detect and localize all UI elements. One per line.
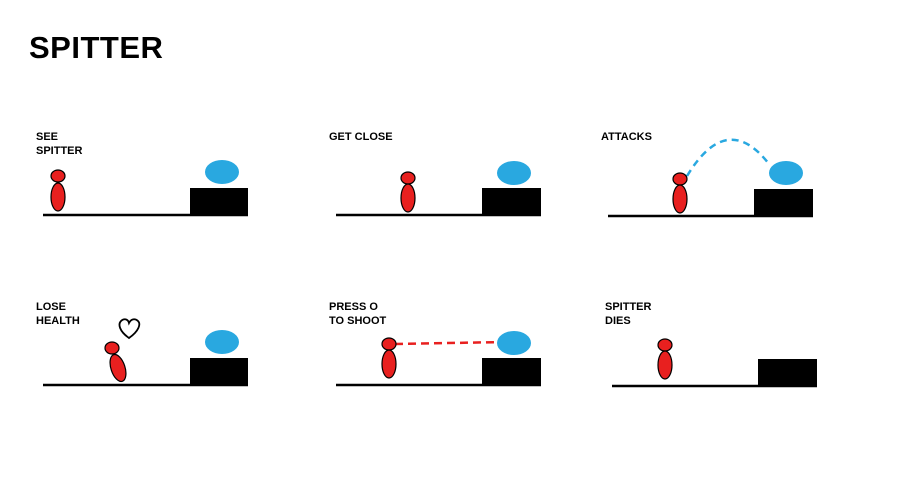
platform-block [482,188,541,215]
player-character [672,172,688,214]
scene-lose-health [43,318,248,387]
spitter-enemy [205,330,239,354]
platform-block [190,188,248,215]
panel-caption: PRESS O TO SHOOT [329,301,387,327]
panel-see-spitter: SEE SPITTER [36,130,276,240]
panel-caption: ATTACKS [601,131,652,143]
platform-block [754,189,813,216]
platform-block [482,358,541,385]
player-character [657,338,673,380]
panel-lose-health: LOSE HEALTH [36,300,276,410]
spitter-enemy [497,331,531,355]
platform-block [758,359,817,386]
heart-icon [118,318,141,340]
panel-caption: LOSE HEALTH [36,301,80,327]
shot-projectile-line [394,340,506,346]
page-title: SPITTER [29,30,164,65]
platform-block [190,358,248,385]
spitter-enemy [769,161,803,185]
spit-projectile-arc [685,138,770,177]
player-character [400,171,416,213]
panel-caption: SPITTER DIES [605,301,652,327]
scene-spitter-dies [612,338,817,388]
player-character [381,337,397,379]
panel-spitter-dies: SPITTER DIES [605,300,845,410]
player-character [104,341,127,383]
scene-press-o [336,331,541,387]
scene-see-spitter [43,160,248,217]
panel-get-close: GET CLOSE [329,130,569,240]
panel-press-o: PRESS O TO SHOOT [329,300,569,410]
scene-attacks [608,138,813,218]
player-character [50,169,66,212]
spitter-enemy [497,161,531,185]
scene-get-close [336,161,541,217]
panel-caption: SEE SPITTER [36,131,83,157]
panel-caption: GET CLOSE [329,131,393,143]
panel-attacks: ATTACKS [601,130,841,240]
spitter-enemy [205,160,239,184]
